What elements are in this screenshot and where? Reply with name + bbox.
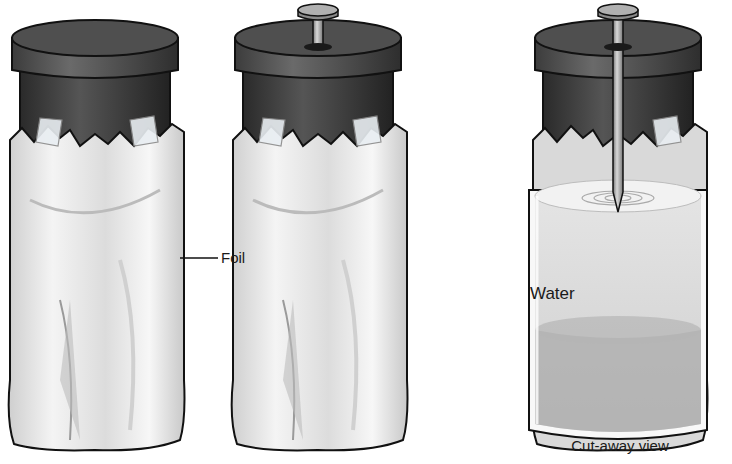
part-label: Water (530, 285, 575, 303)
jar-with-nail (232, 20, 408, 450)
nail (298, 4, 338, 51)
leader-line (180, 257, 218, 259)
part-label: Foil (221, 249, 245, 267)
view-caption: Cut-away view (571, 437, 669, 455)
nail-long (598, 4, 638, 212)
jar-plain (9, 20, 185, 450)
